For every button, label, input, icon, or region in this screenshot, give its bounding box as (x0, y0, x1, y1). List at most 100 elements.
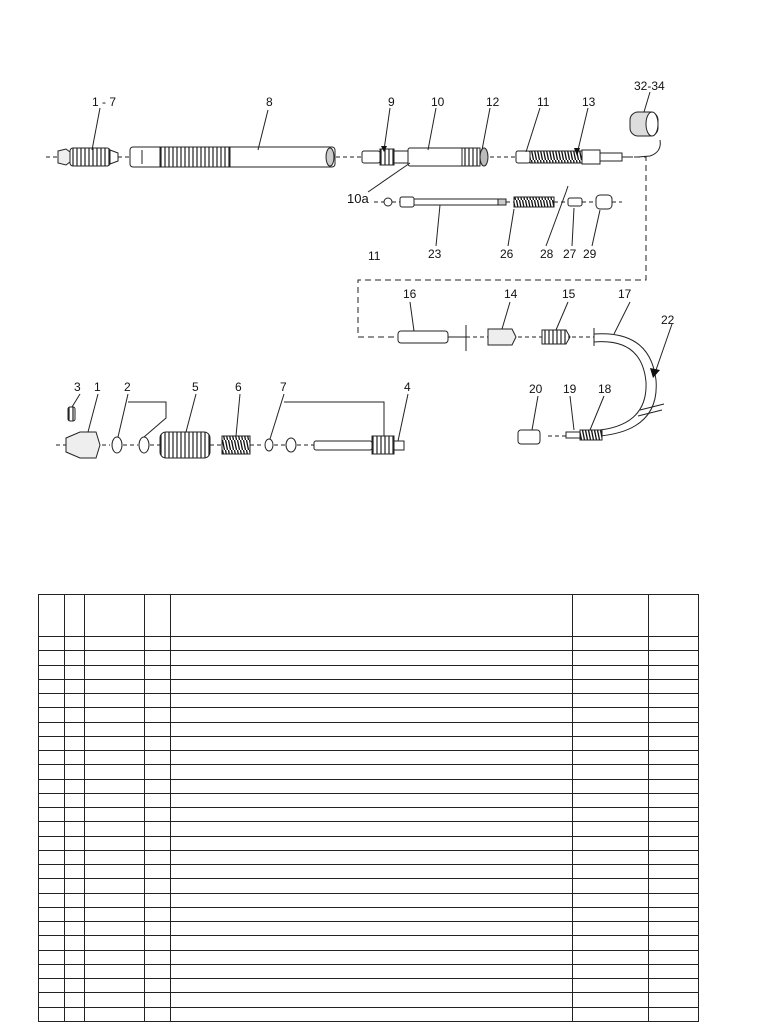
table-cell (38, 906, 65, 923)
table-cell (84, 977, 145, 994)
label-14: 14 (504, 287, 518, 301)
label-17: 17 (618, 287, 632, 301)
table-cell (170, 792, 573, 809)
table-row (38, 892, 699, 908)
table-row (38, 821, 699, 837)
table-cell (572, 892, 649, 908)
table-row (38, 764, 699, 780)
table-cell (144, 749, 171, 766)
table-cell (572, 849, 649, 866)
table-cell (64, 963, 85, 980)
table-cell (572, 692, 649, 709)
table-cell (64, 764, 85, 780)
table-cell (170, 707, 573, 723)
table-cell (64, 707, 85, 723)
table-cell (170, 878, 573, 894)
table-cell (572, 806, 649, 823)
leader-lines (71, 91, 673, 442)
table-cell (64, 664, 85, 680)
table-cell (84, 892, 145, 908)
table-cell (144, 906, 171, 923)
table-cell (648, 992, 699, 1008)
table-cell (144, 878, 171, 894)
table-cell (572, 735, 649, 752)
table-cell (64, 892, 85, 908)
table-cell (170, 863, 573, 880)
body-tube-part (407, 147, 516, 167)
table-cell (572, 764, 649, 780)
table-cell (38, 835, 65, 851)
table-cell (38, 892, 65, 908)
table-cell (170, 664, 573, 680)
table-cell (648, 878, 699, 894)
table-cell (144, 650, 171, 666)
table-cell (572, 778, 649, 794)
table-cell (64, 650, 85, 666)
table-cell (144, 735, 171, 752)
table-cell (38, 721, 65, 737)
header-cell (64, 594, 85, 637)
table-cell (170, 635, 573, 652)
table-cell (144, 792, 171, 809)
parts-list-table (38, 594, 699, 1022)
table-cell (144, 963, 171, 980)
table-cell (572, 977, 649, 994)
table-cell (38, 992, 65, 1008)
label-1-7: 1 - 7 (92, 95, 116, 109)
table-cell (572, 963, 649, 980)
label-18: 18 (598, 382, 612, 396)
exploded-parts-diagram: 1 - 7 8 9 10 12 11 13 32-34 10a 11 23 26… (46, 79, 675, 459)
table-cell (64, 778, 85, 794)
table-cell (144, 692, 171, 709)
table-cell (648, 935, 699, 951)
table-cell (572, 792, 649, 809)
table-cell (64, 835, 85, 851)
table-cell (38, 650, 65, 666)
table-cell (648, 749, 699, 766)
table-row (38, 692, 699, 709)
table-cell (170, 721, 573, 737)
table-row (38, 878, 699, 894)
table-cell (38, 692, 65, 709)
table-cell (170, 764, 573, 780)
table-cell (648, 835, 699, 851)
table-cell (64, 635, 85, 652)
table-cell (572, 821, 649, 837)
table-cell (144, 1006, 171, 1022)
table-cell (84, 678, 145, 695)
table-cell (84, 821, 145, 837)
table-cell (84, 920, 145, 937)
table-cell (84, 721, 145, 737)
label-11-top: 11 (537, 95, 550, 109)
label-27: 27 (563, 247, 577, 261)
label-13: 13 (582, 95, 596, 109)
table-cell (144, 835, 171, 851)
nozzle-assembly-part (46, 147, 130, 167)
table-cell (648, 635, 699, 652)
table-cell (648, 678, 699, 695)
label-7: 7 (280, 380, 287, 394)
table-cell (572, 920, 649, 937)
table-row (38, 963, 699, 980)
table-row (38, 650, 699, 666)
table-cell (170, 963, 573, 980)
table-cell (38, 707, 65, 723)
table-row (38, 835, 699, 851)
table-cell (144, 707, 171, 723)
label-23: 23 (428, 247, 442, 261)
connector-spring-part (515, 139, 661, 165)
table-cell (648, 664, 699, 680)
table-cell (144, 764, 171, 780)
header-cell (572, 594, 649, 637)
table-cell (38, 863, 65, 880)
table-cell (170, 678, 573, 695)
table-cell (84, 963, 145, 980)
table-cell (38, 949, 65, 965)
table-cell (170, 935, 573, 951)
table-cell (648, 849, 699, 866)
table-cell (170, 778, 573, 794)
table-cell (64, 878, 85, 894)
table-cell (144, 935, 171, 951)
header-cell (170, 594, 573, 637)
table-cell (144, 635, 171, 652)
